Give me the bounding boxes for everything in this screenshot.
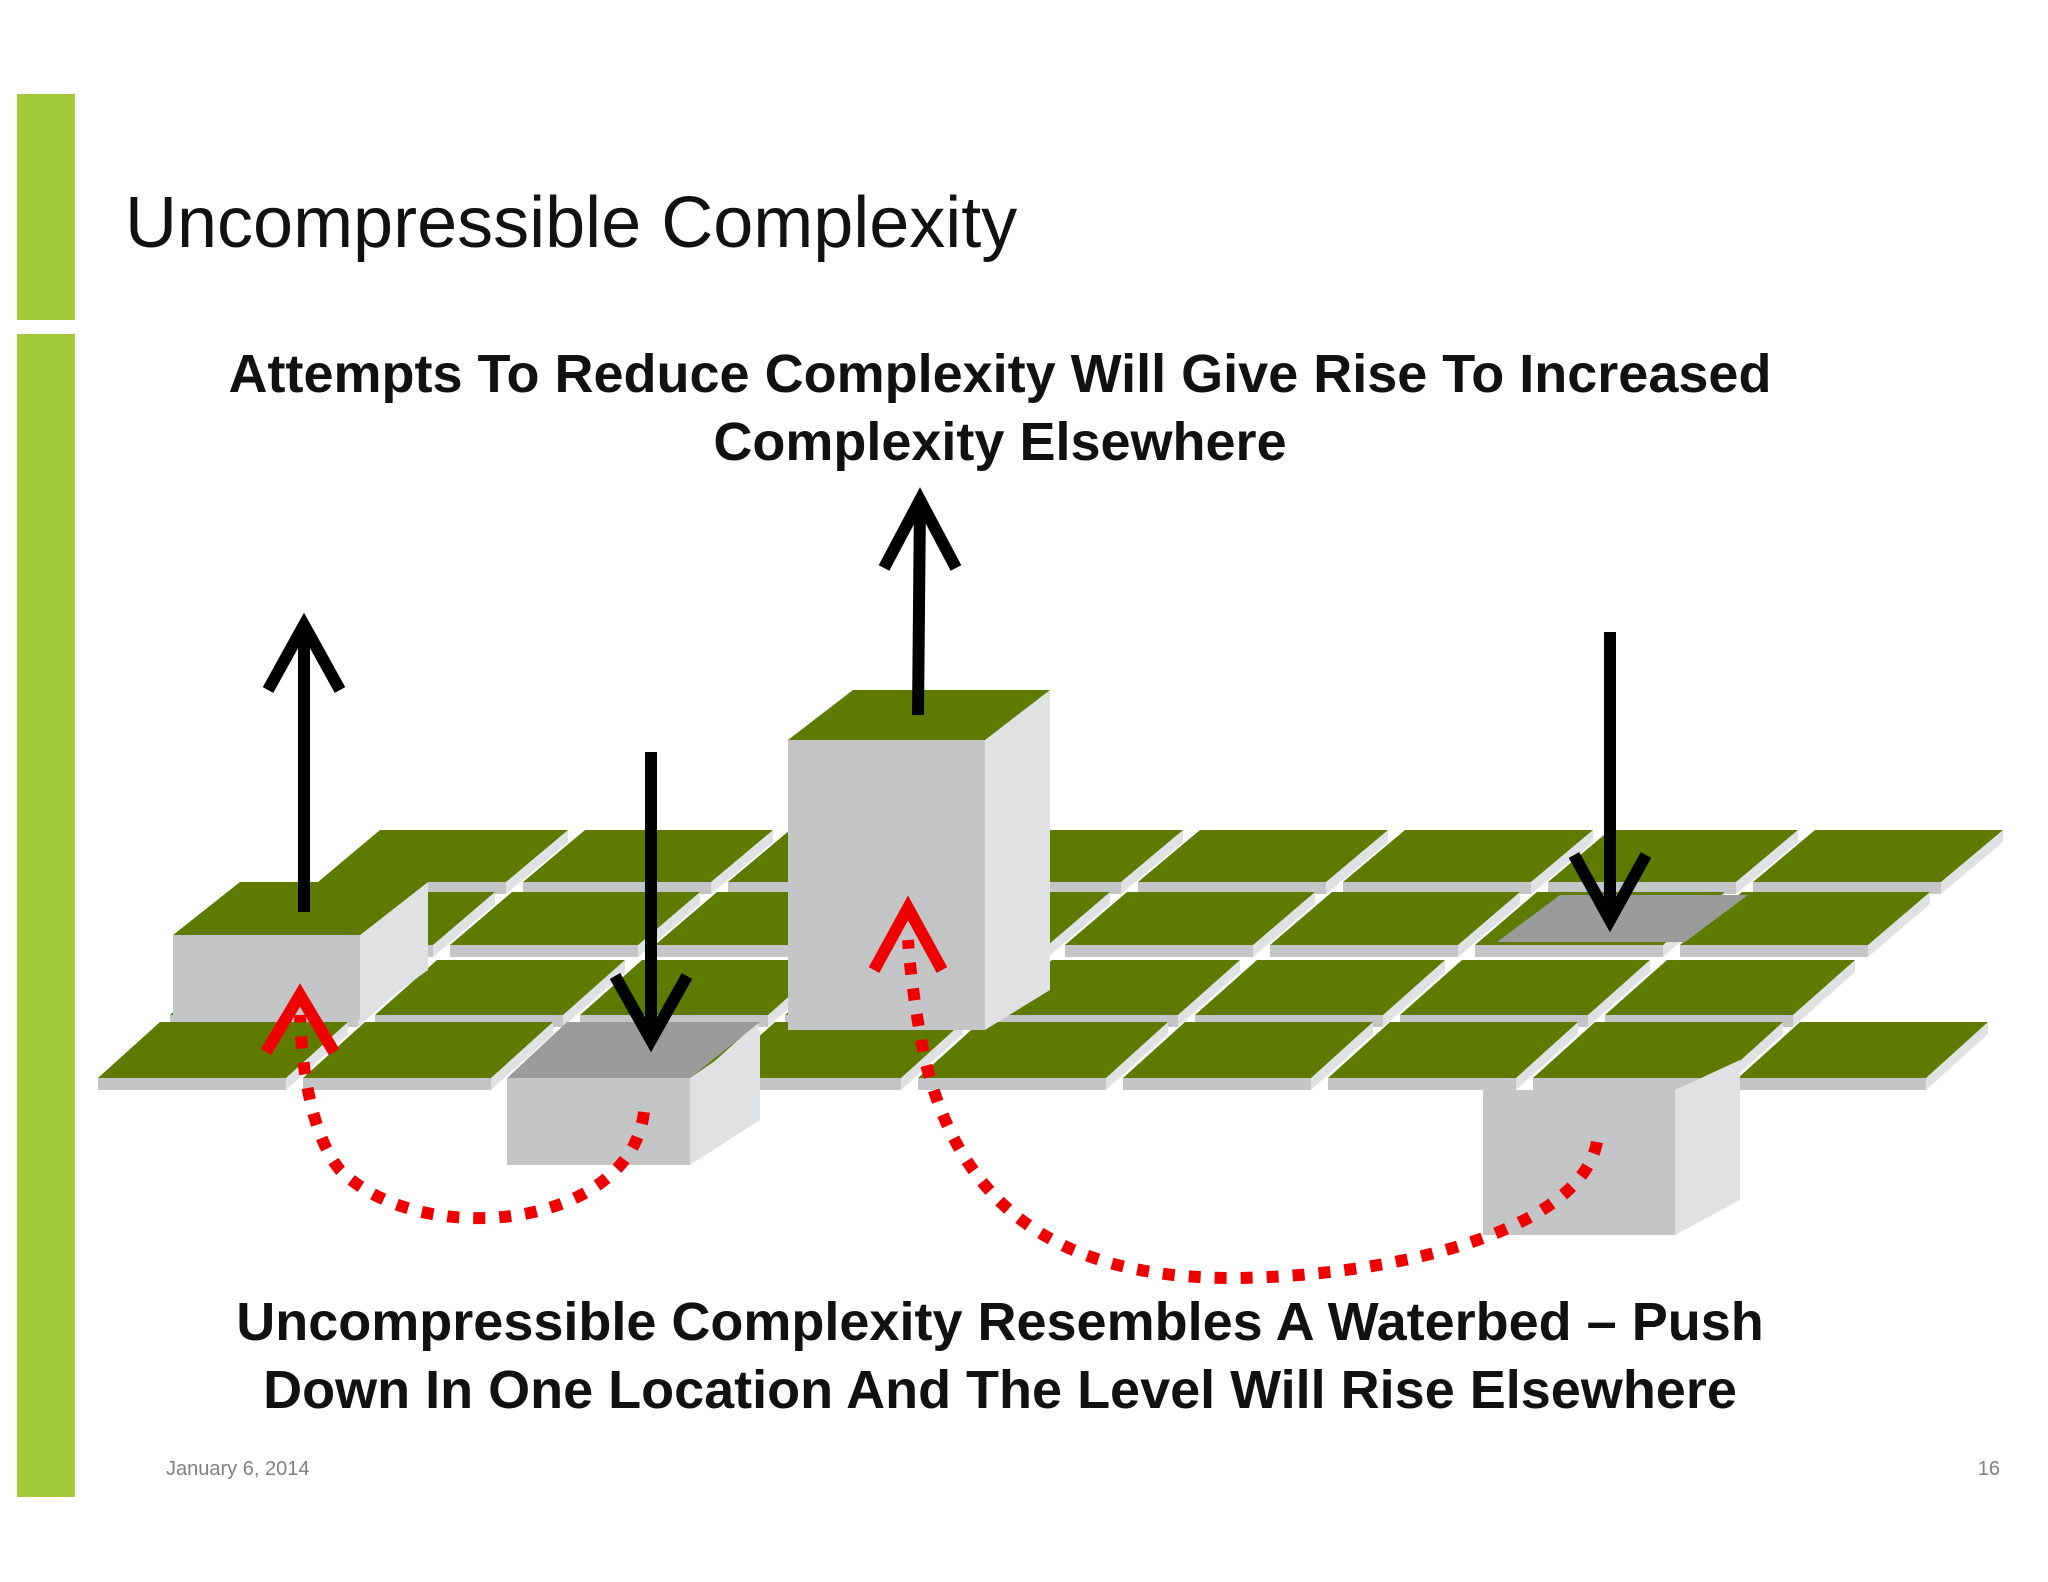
slide-title: Uncompressible Complexity (125, 183, 1018, 263)
top-caption: Attempts To Reduce Complexity Will Give … (180, 340, 1820, 476)
grid-tile (1195, 960, 1445, 1027)
grid-tile (1533, 1022, 1783, 1090)
footer-date: January 6, 2014 (166, 1458, 310, 1480)
tile-grid (98, 830, 2003, 1090)
top-caption-line-2: Complexity Elsewhere (713, 412, 1287, 472)
up-arrow-center (878, 487, 962, 716)
grid-tile (1738, 1022, 1988, 1090)
flow-arrow-right (868, 895, 1603, 1285)
down-arrow-right (1568, 632, 1652, 933)
grid-tile (1138, 830, 1388, 894)
bottom-caption-line-2: Down In One Location And The Level Will … (263, 1360, 1737, 1420)
accent-bar-bottom (17, 334, 75, 1497)
accent-bar-top (17, 94, 75, 320)
bottom-caption-line-1: Uncompressible Complexity Resembles A Wa… (236, 1292, 1764, 1352)
grid-tile (918, 1022, 1168, 1090)
top-caption-line-1: Attempts To Reduce Complexity Will Give … (228, 344, 1772, 404)
grid-tile (1123, 1022, 1373, 1090)
raised-tile-center (788, 690, 1050, 1030)
down-arrow-left (609, 752, 693, 1053)
page-number: 16 (1977, 1458, 2000, 1480)
grid-tile (1328, 1022, 1578, 1090)
grid-tile (303, 1022, 553, 1090)
grid-tile (1753, 830, 2003, 894)
grid-tile (1680, 892, 1930, 957)
up-arrow-left (262, 612, 346, 912)
bottom-caption: Uncompressible Complexity Resembles A Wa… (180, 1288, 1820, 1424)
pressed-tile-left (507, 1022, 760, 1165)
grid-tile (1343, 830, 1593, 894)
grid-tile (1270, 892, 1520, 957)
pressed-tile-right (1483, 895, 1748, 1235)
grid-tile (1065, 892, 1315, 957)
flow-arrow-left (260, 983, 650, 1225)
